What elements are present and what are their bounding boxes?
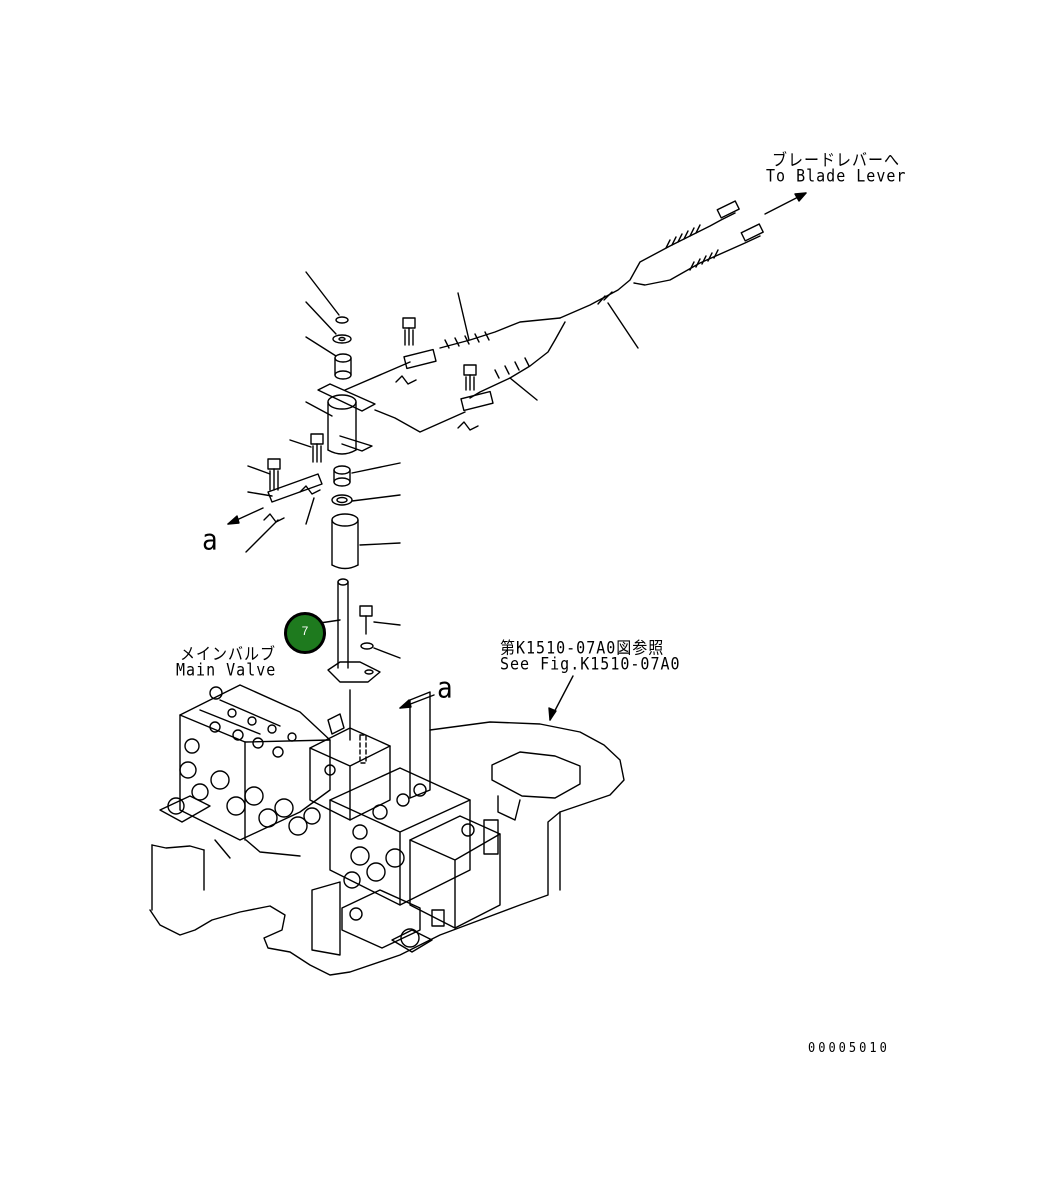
- bolts-top: [267, 317, 477, 491]
- see-figure-label-en: See Fig.K1510-07A0: [500, 654, 681, 674]
- callout-number: 7: [301, 624, 309, 638]
- part-callout-marker[interactable]: 7: [284, 612, 326, 654]
- section-a-left-label: a: [202, 524, 218, 557]
- main-valve-label-jp: メインバルブ: [180, 644, 277, 664]
- section-a-right-label: a: [437, 672, 453, 705]
- control-cables: [344, 200, 764, 433]
- to-blade-lever-label-en: To Blade Lever: [766, 166, 907, 186]
- main-valve-label-en: Main Valve: [176, 660, 277, 680]
- lever-assembly-stack: [267, 316, 381, 683]
- frame-plate: [149, 721, 625, 976]
- to-blade-lever-arrow: [764, 192, 807, 215]
- to-blade-lever-label-jp: ブレードレバーへ: [772, 150, 901, 170]
- drawing-number: 00005010: [808, 1040, 890, 1056]
- leader-lines: [227, 271, 639, 721]
- see-figure-label-jp: 第K1510-07A0図参照: [500, 638, 665, 658]
- main-valve-body: [159, 684, 521, 953]
